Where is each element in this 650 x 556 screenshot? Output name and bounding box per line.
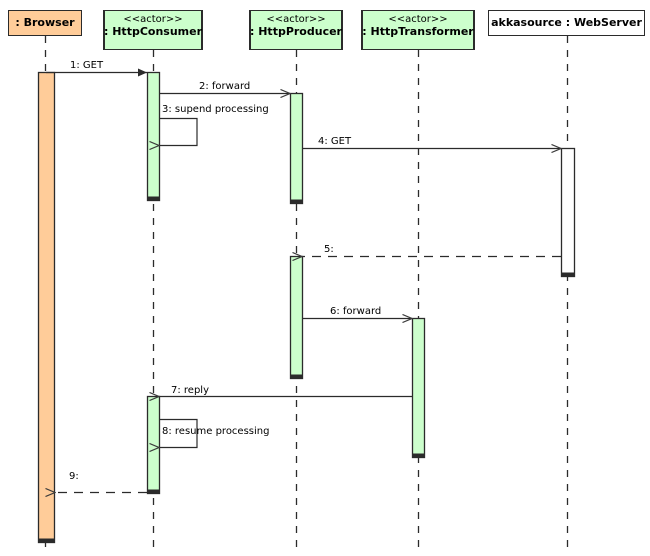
activation-bar-httpproducer: [289, 255, 304, 380]
message-label-9: 9:: [69, 471, 79, 482]
lifeline-name-browser: : Browser: [15, 16, 75, 29]
lifeline-name-httptransformer: : HttpTransformer: [362, 24, 474, 38]
message-label-7: 7: reply: [171, 385, 209, 396]
lifeline-head-httpconsumer[interactable]: <<actor>> : HttpConsumer: [103, 10, 203, 50]
lifeline-head-httpproducer[interactable]: <<actor>> : HttpProducer: [249, 10, 343, 50]
lifeline-name-httpconsumer: : HttpConsumer: [104, 24, 203, 38]
lifeline-name-httpproducer: : HttpProducer: [250, 24, 342, 38]
message-label-5: 5:: [324, 244, 334, 255]
message-label-4: 4: GET: [318, 136, 352, 147]
activation-bar-httpconsumer: [146, 395, 161, 495]
activation-bar-httpproducer: [289, 92, 304, 205]
lifeline-stereotype-httpproducer: <<actor>>: [266, 14, 326, 25]
message-arrow-8: [159, 418, 198, 448]
activation-bar-browser: [37, 71, 56, 544]
message-label-6: 6: forward: [330, 306, 382, 317]
message-label-3: 3: supend processing: [162, 104, 269, 115]
lifeline-head-webserver[interactable]: akkasource : WebServer: [488, 10, 645, 36]
lifeline-stereotype-httptransformer: <<actor>>: [388, 14, 448, 25]
lifeline-dashes: [44, 36, 569, 552]
message-arrow-3: [159, 117, 198, 146]
lifeline-head-httptransformer[interactable]: <<actor>> : HttpTransformer: [361, 10, 475, 50]
message-label-8: 8: resume processing: [162, 426, 270, 437]
message-label-2: 2: forward: [199, 81, 251, 92]
activation-bar-httptransformer: [411, 317, 426, 459]
activation-bar-webserver: [560, 147, 576, 278]
message-arrows: [46, 68, 561, 493]
lifeline-name-webserver: akkasource : WebServer: [491, 16, 642, 29]
lifeline-head-browser[interactable]: : Browser: [8, 10, 82, 36]
lifeline-stereotype-httpconsumer: <<actor>>: [123, 14, 183, 25]
activation-bars: [37, 71, 576, 544]
activation-bar-httpconsumer: [146, 71, 161, 202]
message-label-1: 1: GET: [70, 60, 104, 71]
